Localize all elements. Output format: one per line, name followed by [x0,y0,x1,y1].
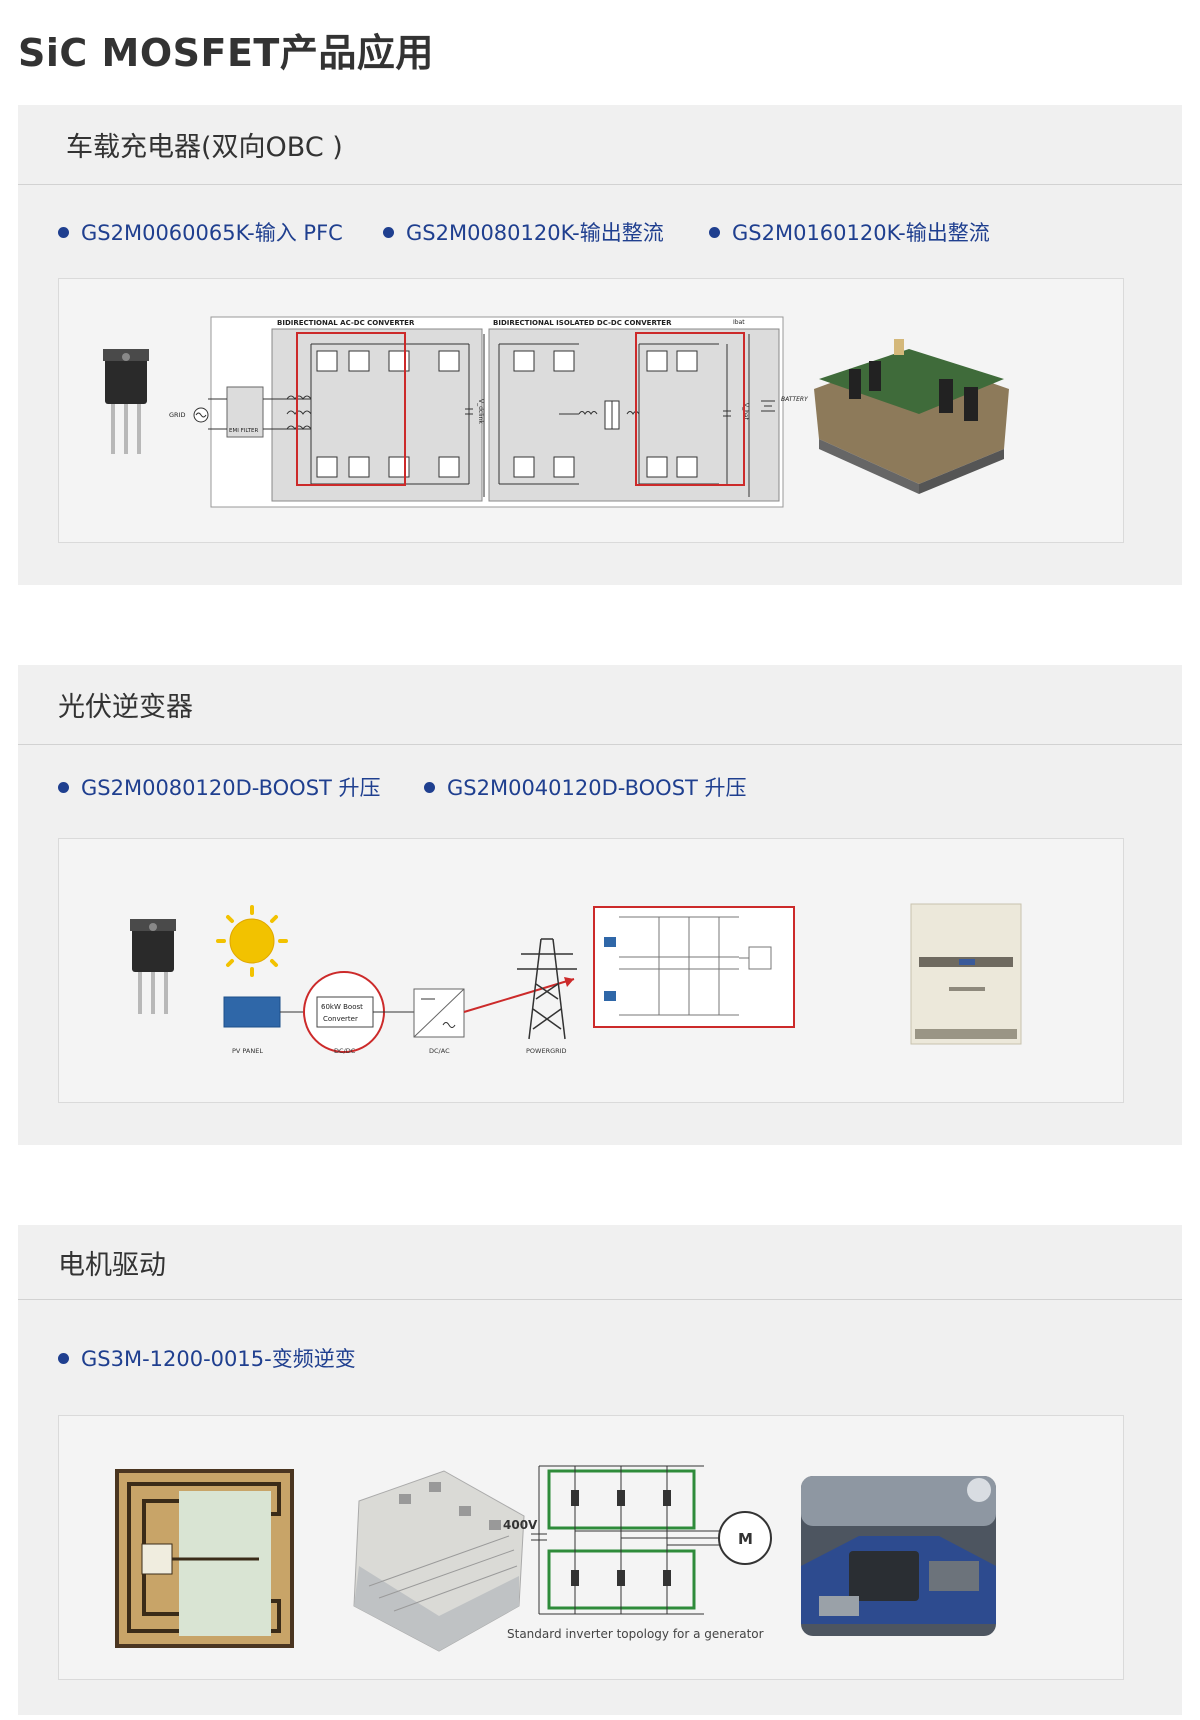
product-item[interactable]: GS3M-1200-0015-变频逆变 [58,1343,356,1373]
bullet-icon [58,226,69,238]
inverter-schematic [593,906,795,1028]
bullet-icon [383,226,394,238]
obc-circuit-diagram: BIDIRECTIONAL AC-DC CONVERTER BIDIRECTIO… [169,316,809,508]
acdc-label: BIDIRECTIONAL AC-DC CONVERTER [277,319,415,327]
pv-illustration: PV PANEL 60kW Boost Converter DC/DC DC/A… [130,903,1022,1055]
powergrid-label: POWERGRID [526,1047,567,1055]
product-label: GS2M0060065K-输入 PFC [81,221,343,245]
emi-filter-label: EMI FILTER [229,428,259,434]
section-header: 车载充电器(双向OBC ) [18,105,1182,185]
battery-label: BATTERY [781,396,809,403]
section-title: 电机驱动 [58,1250,166,1281]
obc-module-image [814,339,1009,494]
car-engine-image [801,1476,996,1636]
section-motor-drive: 电机驱动 GS3M-1200-0015-变频逆变 [18,1225,1182,1715]
bullet-icon [58,781,69,793]
motor-label: M [738,1530,753,1548]
to247-package-image [103,349,149,454]
product-label: GS2M0080120D-BOOST 升压 [81,776,381,800]
dcac-label: DC/AC [429,1047,450,1055]
product-item[interactable]: GS2M0160120K-输出整流 [709,217,990,247]
topology-caption: Standard inverter topology for a generat… [507,1627,764,1641]
motor-figure: 400V M Standard inverter topology for a … [58,1415,1124,1680]
motor-illustration: 400V M Standard inverter topology for a … [115,1465,996,1652]
pv-figure: PV PANEL 60kW Boost Converter DC/DC DC/A… [58,838,1124,1103]
page-title: SiC MOSFET产品应用 [18,31,434,75]
ibat-label: Ibat [733,319,745,326]
section-obc: 车载充电器(双向OBC ) GS2M0060065K-输入 PFC GS2M00… [18,105,1182,585]
highlight-pfc-box [296,332,406,486]
product-label: GS2M0080120K-输出整流 [406,221,664,245]
pv-panel-icon [223,996,281,1028]
section-title: 光伏逆变器 [58,692,193,723]
sun-icon [216,905,288,977]
power-module-image [353,1470,525,1652]
product-label: GS3M-1200-0015-变频逆变 [81,1347,356,1371]
dcdc-label: BIDIRECTIONAL ISOLATED DC-DC CONVERTER [493,319,672,327]
product-item[interactable]: GS2M0040120D-BOOST 升压 [424,772,747,802]
boost-label-2: Converter [323,1015,358,1023]
sic-die-image [115,1469,294,1648]
power-tower-icon [517,938,577,1040]
dcdc-label: DC/DC [334,1047,356,1055]
vdclink-label: V_dclink [477,399,484,424]
vbat-label: V_bat [742,403,749,421]
product-item[interactable]: GS2M0060065K-输入 PFC [58,217,343,247]
product-item[interactable]: GS2M0080120D-BOOST 升压 [58,772,381,802]
to247-package-image [130,919,176,1014]
product-item[interactable]: GS2M0080120K-输出整流 [383,217,664,247]
section-pv-inverter: 光伏逆变器 GS2M0080120D-BOOST 升压 GS2M0040120D… [18,665,1182,1145]
product-label: GS2M0160120K-输出整流 [732,221,990,245]
pv-panel-label: PV PANEL [232,1047,263,1055]
highlight-rectifier-box [635,332,745,486]
section-header: 电机驱动 [18,1225,1182,1300]
motor-icon [718,1511,772,1565]
obc-figure: BIDIRECTIONAL AC-DC CONVERTER BIDIRECTIO… [58,278,1124,543]
grid-label: GRID [169,411,185,419]
inverter-topology-diagram: 400V M Standard inverter topology for a … [503,1465,772,1641]
bullet-icon [424,781,435,793]
section-title: 车载充电器(双向OBC ) [66,132,343,163]
product-label: GS2M0040120D-BOOST 升压 [447,776,747,800]
dc-voltage-label: 400V [503,1518,538,1532]
inverter-cabinet-image [910,903,1022,1045]
boost-label-1: 60kW Boost [321,1003,363,1011]
bullet-icon [58,1352,69,1364]
bullet-icon [709,226,720,238]
obc-illustration: BIDIRECTIONAL AC-DC CONVERTER BIDIRECTIO… [103,316,1009,508]
section-header: 光伏逆变器 [18,665,1182,745]
